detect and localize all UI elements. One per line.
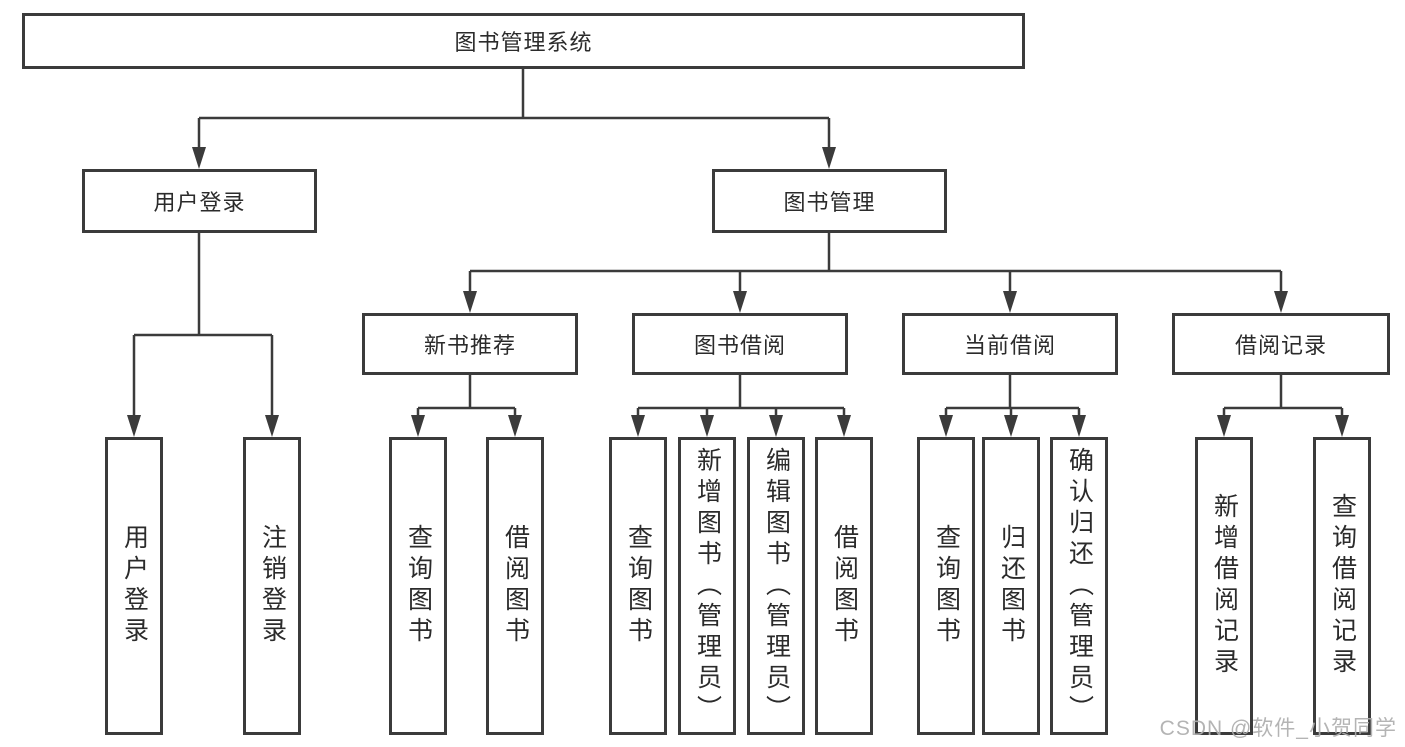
leaf-add-borrow-record: 新增借阅记录 [1195, 437, 1253, 735]
csdn-watermark: CSDN @软件_小贺同学 [1159, 717, 1397, 740]
leaf-query-books-3: 查询图书 [917, 437, 975, 735]
node-label: 归还图书 [997, 524, 1026, 648]
node-label: 查询借阅记录 [1328, 493, 1357, 679]
node-label: 图书借阅 [693, 333, 786, 358]
node-label: 图书管理 [783, 190, 876, 215]
node-label: 查询图书 [624, 524, 653, 648]
leaf-confirm-return-admin: 确认归还（管理员） [1050, 437, 1108, 735]
node-book-borrowing: 图书借阅 [632, 313, 848, 375]
node-user-login-branch: 用户登录 [82, 169, 317, 233]
leaf-logout: 注销登录 [243, 437, 301, 735]
leaf-query-books-1: 查询图书 [389, 437, 447, 735]
node-label: 确认归还（管理员） [1065, 446, 1094, 726]
leaf-add-book-admin: 新增图书（管理员） [678, 437, 736, 735]
leaf-return-books: 归还图书 [982, 437, 1040, 735]
node-current-borrowing: 当前借阅 [902, 313, 1118, 375]
node-new-book-recommend: 新书推荐 [362, 313, 578, 375]
leaf-query-borrow-record: 查询借阅记录 [1313, 437, 1371, 735]
node-book-management-branch: 图书管理 [712, 169, 947, 233]
leaf-edit-book-admin: 编辑图书（管理员） [747, 437, 805, 735]
node-label: 查询图书 [932, 524, 961, 648]
node-label: 查询图书 [404, 524, 433, 648]
node-label: 编辑图书（管理员） [762, 446, 791, 726]
leaf-user-login: 用户登录 [105, 437, 163, 735]
node-label: 借阅记录 [1234, 333, 1327, 358]
node-library-management-system: 图书管理系统 [22, 13, 1025, 69]
leaf-borrow-books-2: 借阅图书 [815, 437, 873, 735]
node-borrowing-records: 借阅记录 [1172, 313, 1390, 375]
leaf-borrow-books-1: 借阅图书 [486, 437, 544, 735]
node-label: 注销登录 [258, 524, 287, 648]
node-label: 用户登录 [120, 524, 149, 648]
node-label: 新书推荐 [423, 333, 516, 358]
node-label: 新增图书（管理员） [693, 446, 722, 726]
node-label: 新增借阅记录 [1210, 493, 1239, 679]
leaf-query-books-2: 查询图书 [609, 437, 667, 735]
node-label: 用户登录 [153, 190, 246, 215]
node-label: 借阅图书 [830, 524, 859, 648]
node-label: 借阅图书 [501, 524, 530, 648]
node-label: 当前借阅 [963, 333, 1056, 358]
node-label: 图书管理系统 [454, 30, 593, 55]
arrowheads [127, 147, 1349, 437]
